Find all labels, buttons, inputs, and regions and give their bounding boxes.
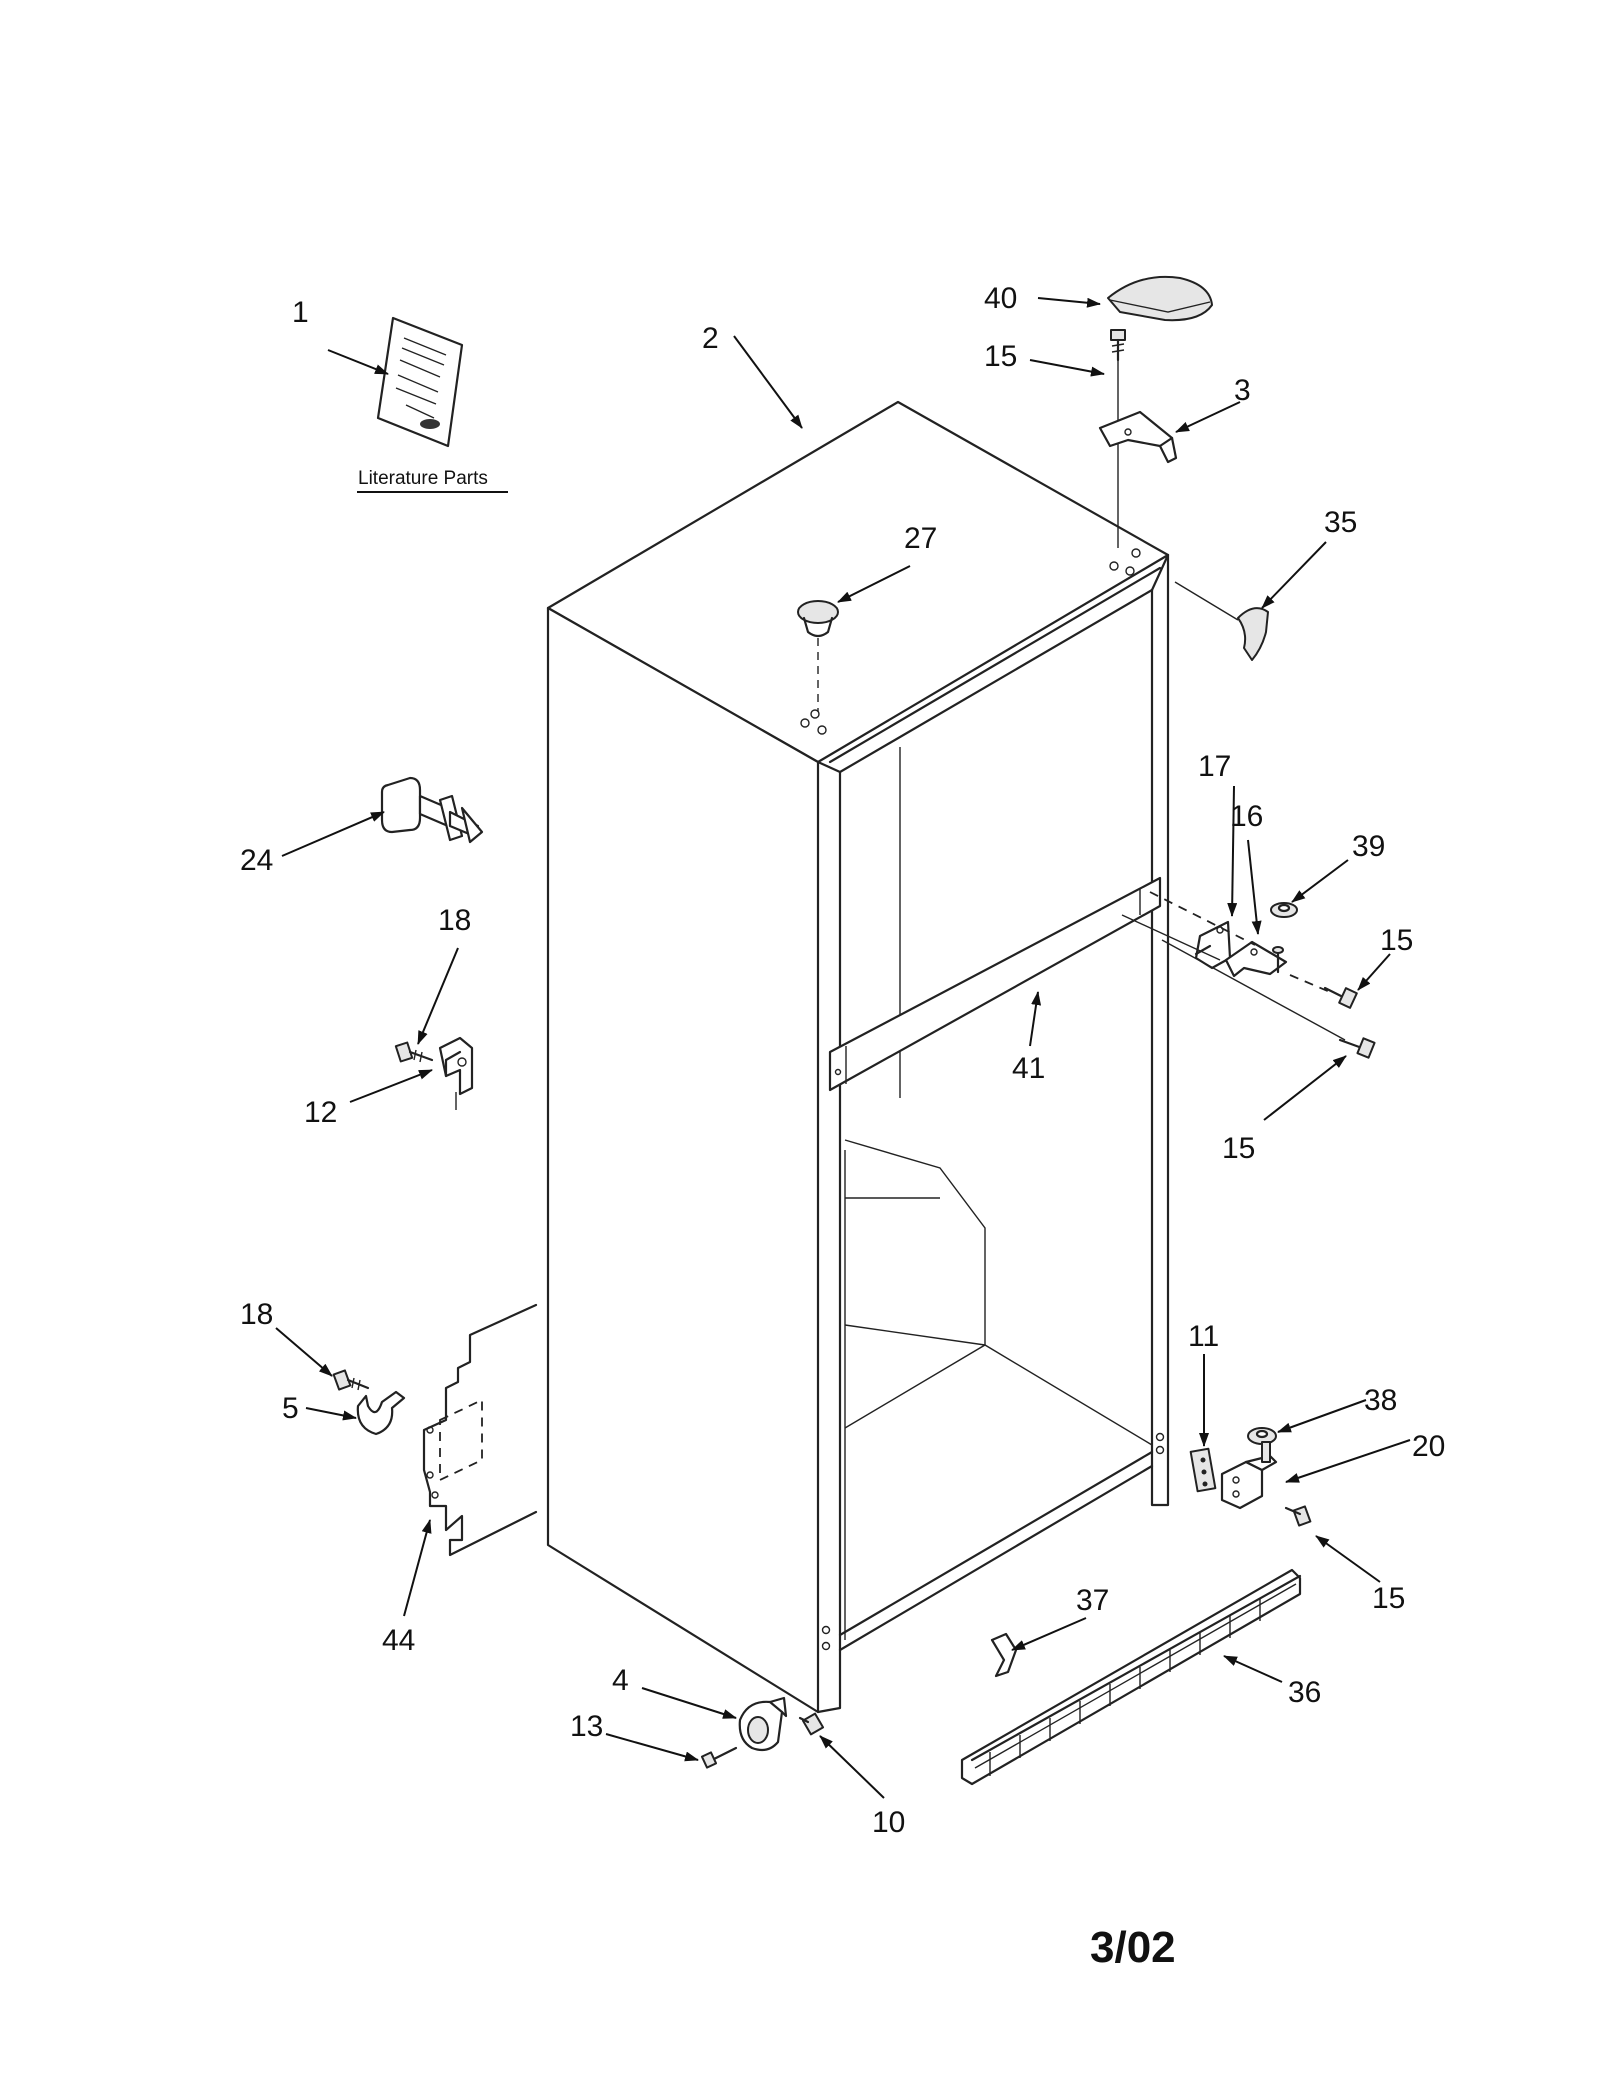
screw-13: [700, 1746, 738, 1769]
callout-17: 17: [1198, 750, 1231, 783]
callout-10: 10: [872, 1806, 905, 1839]
callout-15-center: 15: [1380, 924, 1413, 957]
callout-15-mid: 15: [1222, 1132, 1255, 1165]
callout-arrows: [275, 297, 1411, 1799]
callout-12: 12: [304, 1096, 337, 1129]
literature-booklet: [357, 316, 508, 493]
callout-3: 3: [1234, 374, 1251, 407]
center-hinge-17: [1194, 920, 1232, 970]
callout-18-lower: 18: [240, 1298, 273, 1331]
shim-11: [1189, 1447, 1217, 1493]
literature-parts-label: Literature Parts: [358, 468, 488, 489]
top-hinge: [1098, 410, 1178, 464]
hinge-shim: [1237, 607, 1269, 661]
callout-38: 38: [1364, 1384, 1397, 1417]
cabinet-left-side: [546, 606, 820, 1714]
callout-1: 1: [292, 296, 309, 329]
callout-labels: 1 2 3 40 15 35 27 24 18 12 17 16 39 15 1…: [240, 282, 1445, 1839]
callout-37: 37: [1076, 1584, 1109, 1617]
callout-13: 13: [570, 1710, 603, 1743]
callout-4: 4: [612, 1664, 629, 1697]
toe-grille-36: [960, 1568, 1302, 1786]
callout-35: 35: [1324, 506, 1357, 539]
top-hinge-screw: [1110, 329, 1126, 548]
screw-15-mid: [1161, 939, 1376, 1059]
clamp-5: [356, 1390, 406, 1436]
callout-15-top: 15: [984, 340, 1017, 373]
callout-44: 44: [382, 1624, 415, 1657]
washer-39: [1270, 902, 1298, 918]
callout-40: 40: [984, 282, 1017, 315]
bracket-12: [438, 1036, 474, 1110]
date-code: 3/02: [1090, 1923, 1176, 1972]
callout-24: 24: [240, 844, 273, 877]
cabinet: [546, 400, 1170, 1714]
callout-36: 36: [1288, 1676, 1321, 1709]
screw-18-lower: [332, 1369, 370, 1391]
callout-5: 5: [282, 1392, 299, 1425]
callout-11: 11: [1188, 1320, 1219, 1353]
rear-panel: [422, 1303, 538, 1557]
clip-37: [990, 1632, 1018, 1678]
part-24: [380, 776, 484, 844]
screw-10: [798, 1712, 825, 1736]
callout-27: 27: [904, 522, 937, 555]
washer-38: [1247, 1427, 1277, 1445]
bottom-hinge-20: [1220, 1441, 1278, 1510]
screw-18-upper: [394, 1041, 434, 1063]
callout-2: 2: [702, 322, 719, 355]
callout-16: 16: [1230, 800, 1263, 833]
cabinet-plug: [797, 600, 839, 712]
screw-15-center: [1289, 974, 1358, 1009]
callout-20: 20: [1412, 1430, 1445, 1463]
screw-15-lower: [1284, 1505, 1312, 1527]
callout-39: 39: [1352, 830, 1385, 863]
callout-18-upper: 18: [438, 904, 471, 937]
hinge-cover: [1107, 275, 1213, 322]
callout-15-lower: 15: [1372, 1582, 1405, 1615]
divider-rail: [828, 876, 1162, 1092]
center-hinge-16: [1224, 940, 1288, 978]
roller-4: [738, 1696, 788, 1752]
callout-41: 41: [1012, 1052, 1045, 1085]
